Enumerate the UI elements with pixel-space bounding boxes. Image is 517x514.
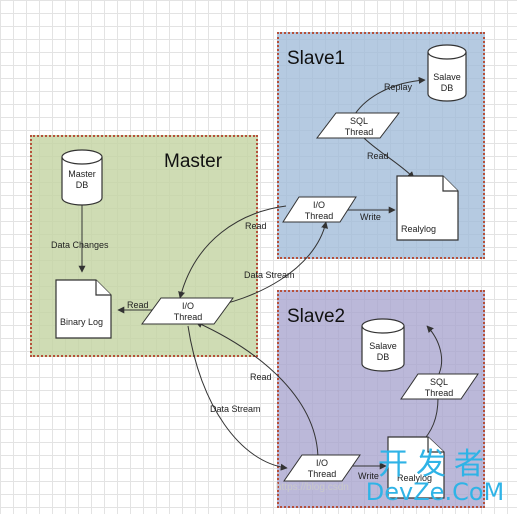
master-db-label-2: DB [76,180,89,190]
slave2-relaylog-label: Realylog [397,473,432,483]
edge-data-stream-slave2 [187,325,288,471]
master-db-label-1: Master [68,169,96,179]
binary-log-label: Binary Log [60,317,103,327]
master-io-thread-label-2: Thread [174,312,203,322]
slave1-relaylog-label: Realylog [401,224,436,234]
label-read-master: Read [127,300,149,310]
master-io-thread: I/O Thread [141,297,234,325]
label-write-slave2: Write [358,471,379,481]
edge-read-slave2 [195,321,319,461]
slave2-db-label-1: Salave [369,341,397,351]
slave2-sql-label-2: Thread [425,388,454,398]
slave1-relaylog-file: Realylog [396,175,459,241]
slave2-sql-label-1: SQL [430,377,448,387]
edge-labels: Data Changes Read Read Data Stream Write… [51,82,413,481]
binary-log-file: Binary Log [55,279,112,339]
label-data-stream-slave1: Data Stream [244,270,295,280]
slave2-io-label-1: I/O [316,458,328,468]
slave2-io-thread: I/O Thread [283,454,361,482]
label-data-stream-slave2: Data Stream [210,404,261,414]
label-data-changes: Data Changes [51,240,109,250]
master-db: Master DB [61,149,103,206]
watermark-logo: 开发者 DevZe.CoM [360,447,510,506]
label-read-relay1: Read [367,151,389,161]
slave1-io-label-1: I/O [313,200,325,210]
slave1-io-thread: I/O Thread [282,196,357,223]
slave2-db-label-2: DB [377,352,390,362]
slave2-relaylog-file: Realylog [387,436,445,499]
slave1-db-label-1: Salave [433,72,461,82]
slave1-db: Salave DB [427,44,467,102]
slave2-db: Salave DB [361,318,405,372]
slave1-db-label-2: DB [441,83,454,93]
slave1-sql-label-1: SQL [350,116,368,126]
label-replay: Replay [384,82,413,92]
slave2-sql-thread: SQL Thread [400,373,479,400]
slave2-io-label-2: Thread [308,469,337,479]
edge-replay-slave2 [426,325,442,377]
master-io-thread-label-1: I/O [182,301,194,311]
slave1-sql-label-2: Thread [345,127,374,137]
edge-replay-slave1 [354,76,426,115]
slave1-title: Slave1 [287,48,346,69]
label-write-slave1: Write [360,212,381,222]
master-title: Master [164,151,223,172]
edge-read-relay1 [361,135,415,179]
label-read-slave1: Read [245,221,267,231]
watermark-url: https://blog.csdn [276,482,349,493]
label-read-slave2: Read [250,372,272,382]
watermark-logo-en: DevZe.CoM [365,478,505,506]
edge-data-stream-slave1 [204,221,328,309]
slave1-io-label-2: Thread [305,211,334,221]
watermark-logo-cn: 开发者 [378,447,492,482]
slave2-title: Slave2 [287,306,346,327]
edges [78,76,442,471]
slave1-sql-thread: SQL Thread [315,112,401,139]
edge-read-slave1 [178,205,287,299]
